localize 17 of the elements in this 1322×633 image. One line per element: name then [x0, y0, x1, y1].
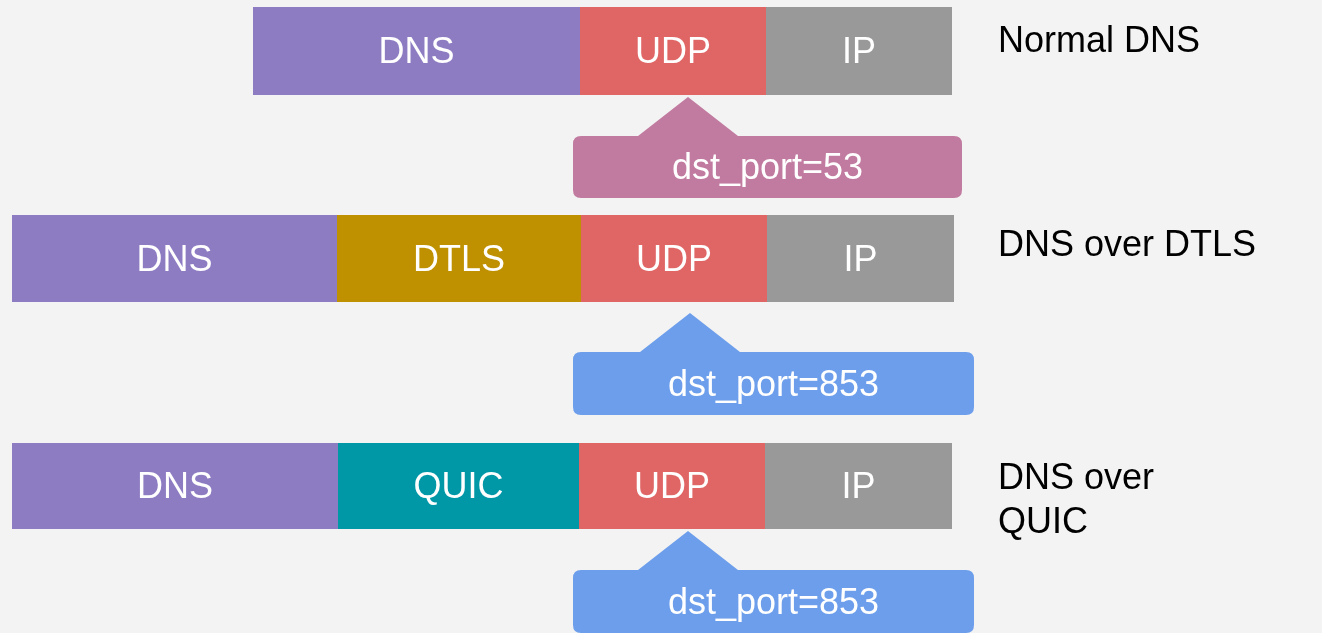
dns-layer-bar: DNS [253, 7, 580, 95]
port-label: dst_port=853 [667, 365, 880, 402]
port-label: dst_port=853 [667, 583, 880, 620]
ip-layer-bar: IP [766, 7, 952, 95]
port-label: dst_port=53 [671, 149, 864, 185]
udp-layer-bar: UDP [579, 443, 765, 529]
row-label: DNS over DTLS [998, 222, 1257, 266]
udp-layer-bar: UDP [581, 215, 767, 302]
udp-layer-bar: UDP [580, 7, 766, 95]
dtls-layer-bar: DTLS [337, 215, 581, 302]
dns-layer-bar: DNS [12, 215, 337, 302]
ip-layer-bar: IP [765, 443, 952, 529]
dns-layer-bar: DNS [12, 443, 338, 529]
row-label: Normal DNS [998, 18, 1201, 62]
quic-layer-bar: QUIC [338, 443, 579, 529]
row-label: DNS over QUIC [998, 455, 1156, 543]
ip-layer-bar: IP [767, 215, 954, 302]
